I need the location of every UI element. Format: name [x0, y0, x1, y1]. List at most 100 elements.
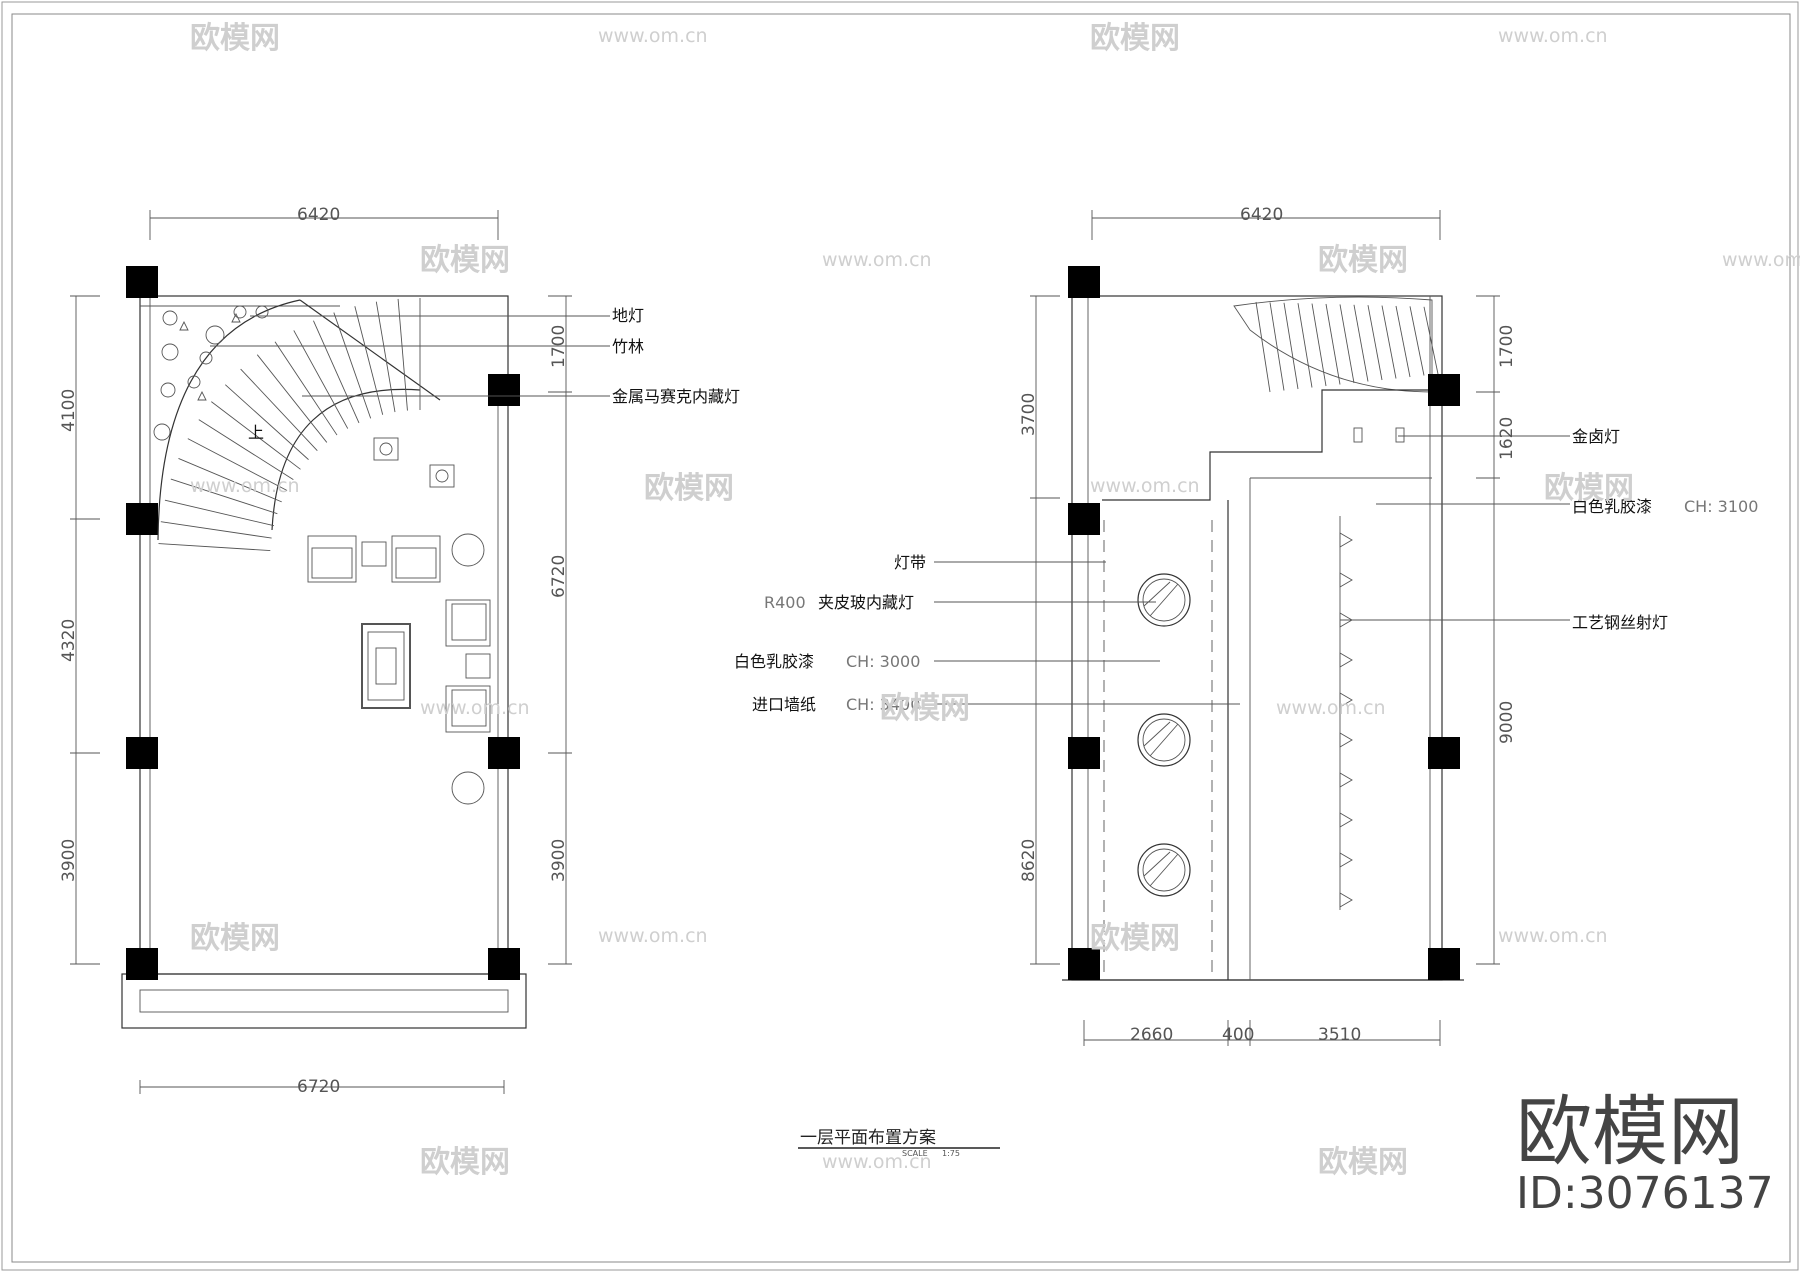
stair-tread — [198, 419, 294, 481]
right-dim-bottom-3: 3510 — [1318, 1025, 1361, 1045]
right-dim-top: 6420 — [1240, 205, 1283, 225]
white-latex-3000-label: 白色乳胶漆 — [734, 652, 814, 671]
watermark-brand: 欧模网 — [1090, 921, 1180, 956]
watermark-url: www.om.cn — [598, 25, 708, 47]
stair-tread — [1311, 303, 1327, 387]
spotlight-icon — [1339, 772, 1353, 788]
stair-tread — [274, 341, 338, 436]
stair-tread — [1409, 306, 1425, 376]
title-block: 一层平面布置方案 SCALE 1:75 — [798, 1128, 1000, 1158]
watermark-brand: 欧模网 — [190, 21, 280, 56]
stair-tread — [333, 312, 372, 419]
stair-tread — [1255, 301, 1271, 393]
column — [488, 374, 520, 406]
stair-tread — [164, 499, 275, 527]
watermark-brand: 欧模网 — [420, 243, 510, 278]
stair-tread — [375, 301, 396, 413]
watermark-brand: 欧模网 — [880, 691, 970, 726]
column — [1428, 948, 1460, 980]
light-strip-label: 灯带 — [894, 553, 926, 572]
left-plan-outer-wall — [139, 295, 509, 975]
stair-tread — [1423, 306, 1439, 375]
watermark-brand: 欧模网 — [644, 471, 734, 506]
stair-tread — [293, 330, 349, 429]
white-latex-3100-label: 白色乳胶漆 — [1572, 497, 1652, 516]
stair-tread — [1381, 305, 1397, 379]
stair-tread — [160, 521, 272, 539]
wire-spotlights — [1339, 532, 1353, 908]
armchair — [445, 599, 491, 647]
watermark-brand: 欧模网 — [1318, 1145, 1408, 1180]
watermark-brand: 欧模网 — [1318, 243, 1408, 278]
armchair — [391, 535, 441, 583]
watermark-brand: 欧模网 — [1544, 471, 1634, 506]
stair-tread — [397, 298, 408, 411]
watermark-url: www.om.cn — [598, 925, 708, 947]
halogen-label: 金卤灯 — [1572, 427, 1620, 446]
stair-tread — [1395, 305, 1411, 378]
stair-tread — [1339, 304, 1355, 384]
spotlight-icon — [1339, 532, 1353, 548]
left-plan: 上 — [59, 205, 740, 1097]
watermark-url: www.om.cn — [1498, 925, 1608, 947]
column — [126, 737, 158, 769]
furniture-group — [307, 437, 491, 805]
stair-tread — [224, 384, 309, 460]
sheet-inner-border — [11, 13, 1791, 1263]
stair-tread — [354, 306, 384, 415]
right-dim-bottom-1: 2660 — [1130, 1025, 1173, 1045]
drawing-title: 一层平面布置方案 — [800, 1128, 936, 1148]
ch-3400-label: CH: 3400 — [846, 695, 920, 714]
scale-value: 1:75 — [942, 1149, 960, 1158]
dim-top: 6420 — [297, 205, 340, 225]
halogen-light — [1353, 427, 1363, 443]
column — [488, 737, 520, 769]
watermark-url: www.om.cn — [822, 249, 932, 271]
watermark-layer: 欧模网 www.om.cn 欧模网 www.om.cn 欧模网 www.om.c… — [190, 21, 1800, 1180]
column — [488, 948, 520, 980]
ch-3000-label: CH: 3000 — [846, 652, 920, 671]
dim-bottom: 6720 — [297, 1077, 340, 1097]
right-dim-bottom-2: 400 — [1222, 1025, 1254, 1045]
r400-label: R400 — [764, 593, 806, 612]
spotlight-icon — [1339, 572, 1353, 588]
glass-light-label: 夹皮玻内藏灯 — [818, 593, 914, 612]
stair-tread — [1297, 303, 1313, 388]
armchair — [445, 685, 491, 733]
right-dim-left-1: 3700 — [1019, 393, 1039, 436]
armchair — [307, 535, 357, 583]
dim-left-2: 4320 — [59, 619, 79, 662]
mosaic-light-label: 金属马赛克内藏灯 — [612, 387, 740, 406]
right-dim-right-3: 9000 — [1497, 701, 1517, 744]
stair-tread — [313, 320, 360, 424]
stair-tread — [158, 543, 271, 552]
stair-tread — [178, 458, 282, 503]
stair-up-label: 上 — [248, 423, 264, 442]
bamboo-garden — [153, 305, 269, 441]
watermark-url: www.om.cn — [190, 475, 300, 497]
stair-tread — [211, 401, 301, 470]
column — [1428, 737, 1460, 769]
watermark-url: www.om.cn — [1090, 475, 1200, 497]
halogen-light — [1395, 427, 1405, 443]
spotlight-icon — [1339, 652, 1353, 668]
watermark-url: www.om.cn — [1722, 249, 1800, 271]
right-dim-right-2: 1620 — [1497, 417, 1517, 460]
dim-right-2: 6720 — [549, 555, 569, 598]
dim-left-3: 3900 — [59, 839, 79, 882]
watermark-url: www.om.cn — [1498, 25, 1608, 47]
left-plan-balcony — [121, 973, 527, 1029]
column — [1068, 503, 1100, 535]
stair-tread — [256, 354, 328, 443]
watermark-brand: 欧模网 — [420, 1145, 510, 1180]
right-plan: 金卤灯 白色乳胶漆 CH: 3100 工艺钢丝射灯 灯带 R400 夹皮玻内藏灯… — [734, 205, 1758, 1046]
spotlight-icon — [1339, 852, 1353, 868]
watermark-brand: 欧模网 — [1090, 21, 1180, 56]
right-dim-left-2: 8620 — [1019, 839, 1039, 882]
spotlight-icon — [1339, 732, 1353, 748]
bamboo-label: 竹林 — [612, 337, 644, 356]
stair-tread — [1283, 302, 1299, 390]
